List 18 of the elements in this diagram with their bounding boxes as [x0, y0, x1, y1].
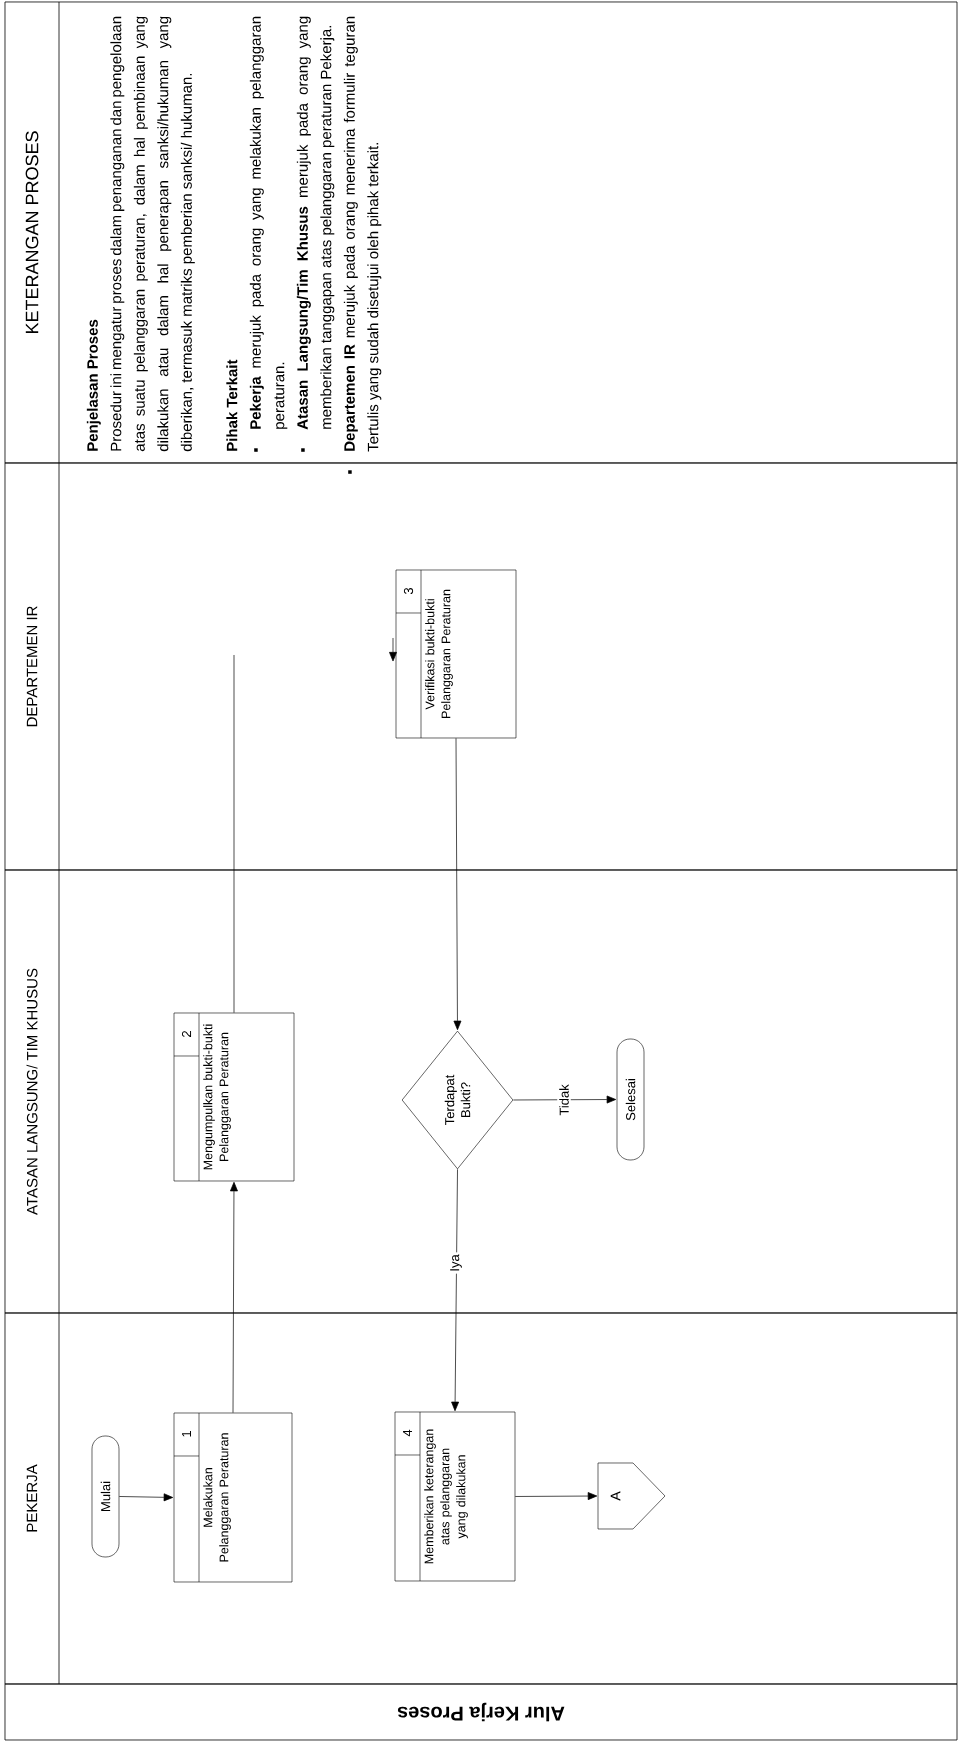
off-page-connector: A: [597, 1462, 666, 1530]
arrow: [118, 1493, 174, 1502]
terminator: Mulai: [91, 1435, 120, 1558]
terminator: Selesai: [616, 1038, 645, 1161]
arrow: [451, 1168, 460, 1412]
arrow: [514, 1492, 598, 1500]
process-box: 2 Mengumpulkan bukti-bukti Pelanggaran Peraturan: [173, 1012, 295, 1182]
process-box: 3 Verifikasi bukti-bukti Pelanggaran Peraturan: [395, 569, 517, 739]
arrow: [512, 1095, 617, 1104]
edge-label: Tidak: [557, 1082, 571, 1118]
title-band: Alur Kerja Proses: [4, 1683, 958, 1741]
arrow: [389, 637, 397, 662]
process-box: 1 Melakukan Pelanggaran Peraturan: [173, 1412, 293, 1583]
arrow: [453, 737, 462, 1031]
arrow: [230, 1181, 238, 1414]
swimlane: KETERANGAN PROSES Penjelasan Proses Prosedur ini mengatur proses dalam penanganan dan pengelolaan atas suatu pelanggaran peraturan, dalam hal pembinaan yang dilakukan atau dalam hal penerapan sanksi/hukuman yang diberikan, termasuk matriks pemberian sanksi/ hukuman. Pihak Terkait Pekerja merujuk pada orang yang melakukan pelanggaran peraturan. Atasan Langsung/Tim Khusus merujuk pada orang yang memberikan tanggapan atas pelanggaran peraturan Pekerja. Departemen IR merujuk pada orang menerima formulir teguran Tertulis yang sudah disetujui oleh pihak terkait.: [4, 1, 958, 474]
process-box: 4 Memberikan keterangan atas pelanggaran yang dilakukan: [394, 1411, 516, 1582]
edge-label: Iya: [448, 1252, 464, 1274]
